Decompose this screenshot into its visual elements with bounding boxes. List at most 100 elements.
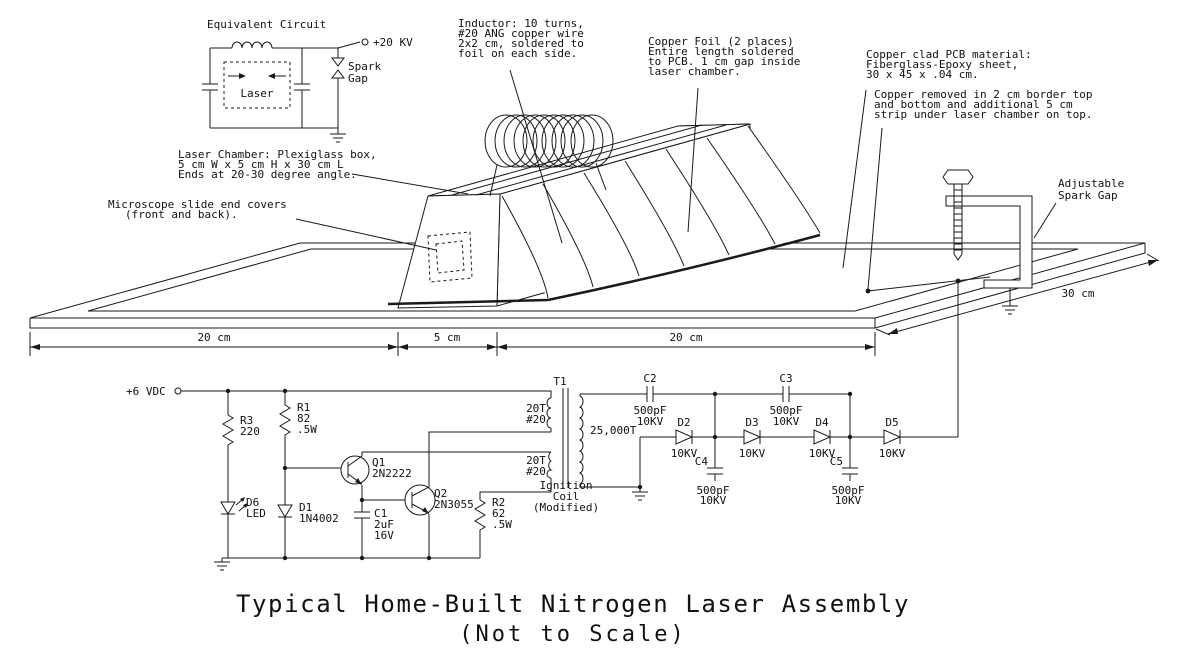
label-c3-value: 500pF xyxy=(769,404,802,417)
annotation-pcb: 30 x 45 x .04 cm. xyxy=(866,68,979,81)
inductor-symbol xyxy=(231,41,273,49)
resistor-r3 xyxy=(222,391,234,502)
foil-front-edge xyxy=(387,298,549,306)
driver-schematic: +6 VDC R3 220 D6 LED R1 82 .5W D1 1N4002 xyxy=(126,375,648,571)
label-r3: R3 xyxy=(240,414,253,427)
label-c1: C1 xyxy=(374,507,387,520)
label-d1-value: 1N4002 xyxy=(299,512,339,525)
bolt-shaft xyxy=(953,184,963,261)
diode-d4 xyxy=(813,429,832,445)
spark-gap-label: Gap xyxy=(348,72,368,85)
label-c3-volt: 10KV xyxy=(773,415,800,428)
label-d3: D3 xyxy=(745,416,758,429)
label-d1: D1 xyxy=(299,501,312,514)
bolt-head xyxy=(942,169,974,185)
label-c5-volt: 10KV xyxy=(835,494,862,507)
annotation-chamber: 5 cm W x 5 cm H x 30 cm L xyxy=(178,158,344,171)
label-r1-value: 82 xyxy=(297,412,310,425)
label-ignition-coil: Coil xyxy=(553,490,580,503)
label-d5: D5 xyxy=(885,416,898,429)
label-d4: D4 xyxy=(815,416,829,429)
dimension-label: 5 cm xyxy=(434,331,461,344)
inductor-coil xyxy=(484,114,614,197)
hv-label: +20 KV xyxy=(373,36,413,49)
capacitor-c5 xyxy=(842,437,858,481)
t1-primary-top xyxy=(546,397,552,432)
annotation-copper-removed: Copper removed in 2 cm border top xyxy=(874,88,1093,101)
leader-lines xyxy=(295,69,1057,290)
label-d2: D2 xyxy=(677,416,690,429)
resistor-r1 xyxy=(279,391,291,505)
annotation-copper-removed: and bottom and additional 5 cm xyxy=(874,98,1073,111)
label-ignition-coil: Ignition xyxy=(540,479,593,492)
annotation-slides: (front and back). xyxy=(125,208,238,221)
label-t1-sec: 25,000T xyxy=(590,424,637,437)
laser-box xyxy=(223,61,291,109)
equivalent-circuit: Equivalent Circuit Laser +20 KV Spark Ga… xyxy=(202,18,413,143)
annotation-pcb: Copper clad PCB material: xyxy=(866,48,1032,61)
dimension-label: 30 cm xyxy=(1061,287,1094,300)
transistor-q1: Q1 2N2222 xyxy=(285,451,551,500)
annotation-chamber: Ends at 20-30 degree angle. xyxy=(178,168,357,181)
label-d5-volt: 10KV xyxy=(879,447,906,460)
ground-symbol xyxy=(1002,288,1018,315)
supply-label: +6 VDC xyxy=(126,385,166,398)
annotation-copper-foil: Entire length soldered xyxy=(648,45,794,58)
label-c4-value: 500pF xyxy=(696,484,729,497)
annotation-spark-gap: Spark Gap xyxy=(1058,189,1118,202)
label-t1-pri-top: #20 xyxy=(526,413,546,426)
chamber-front-face xyxy=(397,193,501,309)
equivalent-circuit-heading: Equivalent Circuit xyxy=(207,18,326,31)
diode-d2 xyxy=(675,429,694,445)
label-ignition-coil: (Modified) xyxy=(533,501,599,514)
label-d3-volt: 10KV xyxy=(739,447,766,460)
label-c1-value: 2uF xyxy=(374,518,394,531)
capacitor-symbol-left xyxy=(202,48,218,128)
transistor-q2: Q2 2N3055 xyxy=(362,431,551,558)
clamp-bracket xyxy=(945,195,1033,289)
led-d6 xyxy=(220,501,236,515)
label-r1: R1 xyxy=(297,401,310,414)
t1-core xyxy=(562,388,569,488)
annotation-slides: Microscope slide end covers xyxy=(108,198,287,211)
annotation-spark-gap: Adjustable xyxy=(1058,177,1124,190)
diode-d3 xyxy=(743,429,762,445)
label-c4: C4 xyxy=(695,455,709,468)
annotation-pcb: Fiberglass-Epoxy sheet, xyxy=(866,58,1018,71)
label-r2: R2 xyxy=(492,496,505,509)
microscope-slide xyxy=(427,231,473,283)
t1-primary-bottom xyxy=(546,451,553,479)
label-c5: C5 xyxy=(830,455,843,468)
dimension-lines: 20 cm 5 cm 20 cm 30 cm xyxy=(29,253,1160,356)
label-c5-value: 500pF xyxy=(831,484,864,497)
spark-gap-symbol xyxy=(331,57,345,67)
label-q2: Q2 xyxy=(434,487,447,500)
resistor-r2: R2 62 .5W xyxy=(474,478,552,558)
annotation-copper-foil: laser chamber. xyxy=(648,65,741,78)
r3-led-branch: R3 220 D6 LED xyxy=(220,391,266,558)
assembly-annotations: Inductor: 10 turns, #20 ANG copper wire … xyxy=(108,17,1124,221)
label-c4-volt: 10KV xyxy=(700,494,727,507)
ground-symbol xyxy=(214,558,230,571)
microscope-slide xyxy=(435,240,465,274)
ground-symbol xyxy=(330,128,346,143)
label-d2-volt: 10KV xyxy=(671,447,698,460)
spark-gap-symbol xyxy=(331,69,345,79)
transformer-t1: T1 20T #20 20T #20 25,000T Ignition Coil… xyxy=(526,375,648,514)
hv-terminal xyxy=(361,38,369,46)
label-r2-value: 62 xyxy=(492,507,505,520)
label-t1: T1 xyxy=(553,375,566,388)
label-r1-watt: .5W xyxy=(297,423,317,436)
supply-terminal xyxy=(174,387,182,395)
label-c1-volt: 16V xyxy=(374,529,394,542)
laser-label: Laser xyxy=(240,87,273,100)
dimension-label: 20 cm xyxy=(197,331,230,344)
label-q2-value: 2N3055 xyxy=(434,498,474,511)
label-r2-watt: .5W xyxy=(492,518,512,531)
annotation-inductor: foil on each side. xyxy=(458,47,577,60)
spark-gap-label: Spark xyxy=(348,60,381,73)
capacitor-symbol-right xyxy=(294,48,310,128)
annotation-copper-foil: to PCB. 1 cm gap inside xyxy=(648,55,800,68)
